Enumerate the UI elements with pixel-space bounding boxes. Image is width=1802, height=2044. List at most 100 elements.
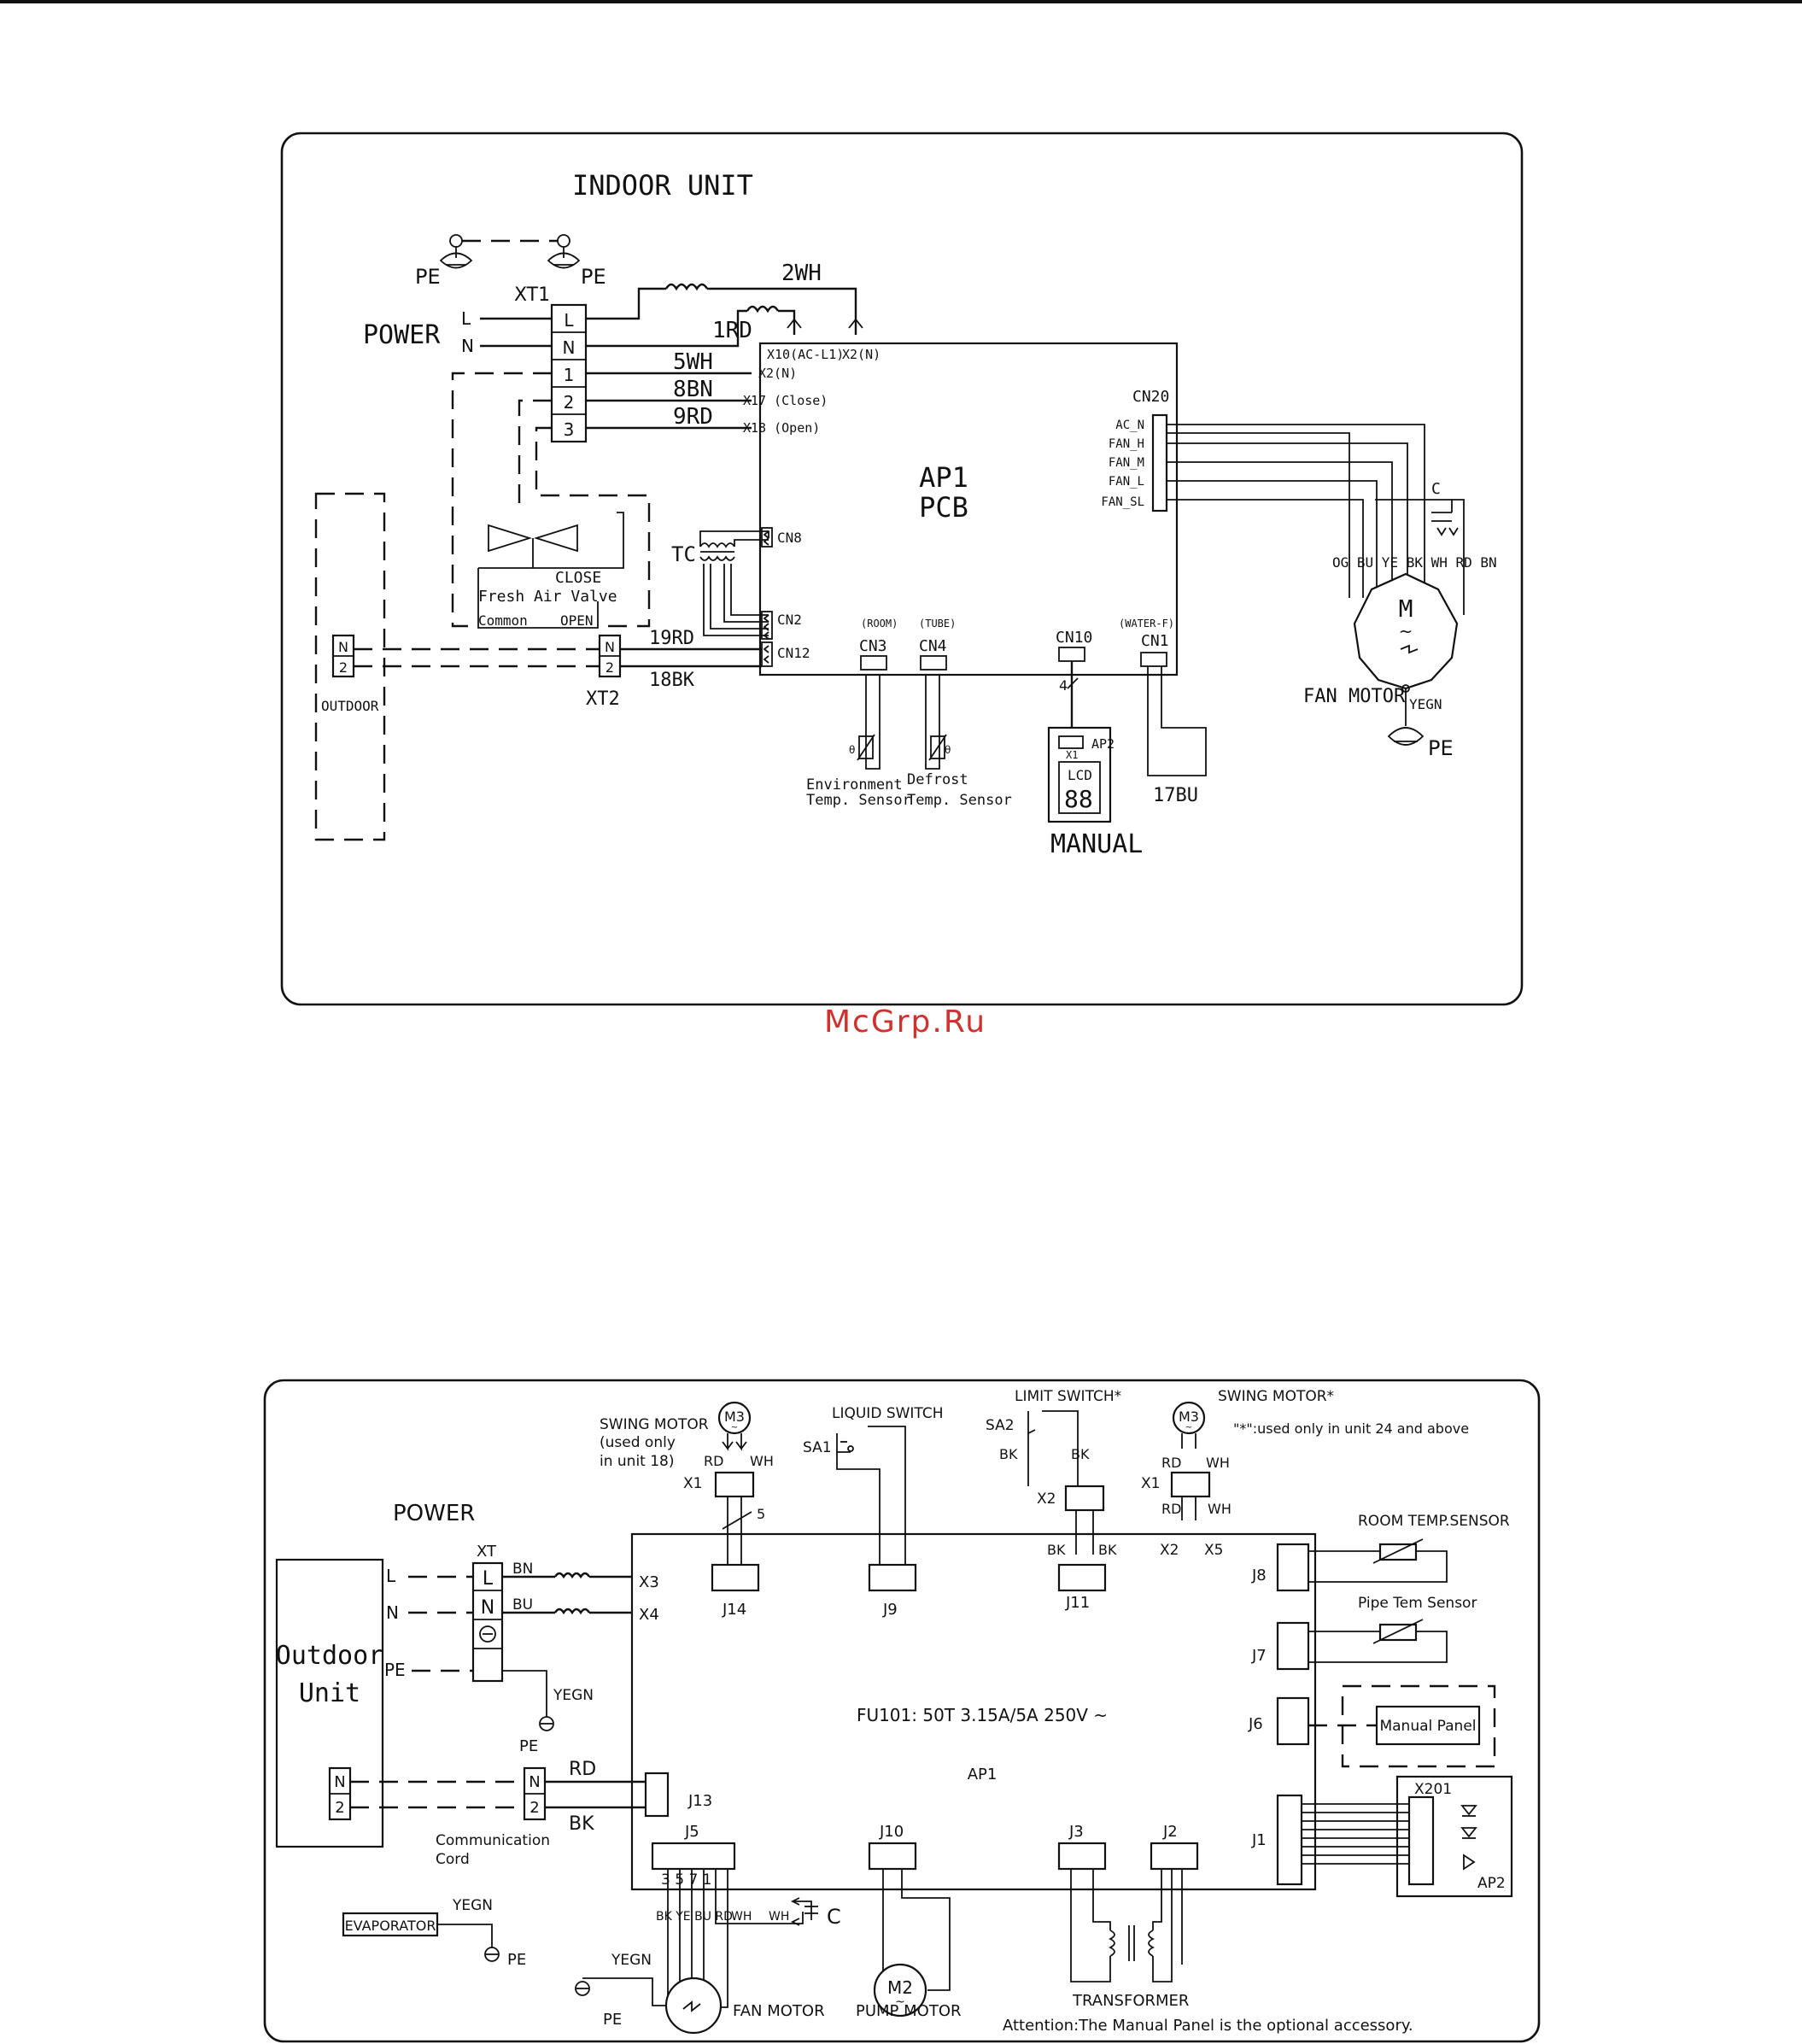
pe-ground-icon <box>539 1716 554 1731</box>
x1-left-connector-icon <box>714 1471 755 1498</box>
comm-cord-label-1: Communication <box>436 1832 550 1849</box>
m3-left-arrow-wh <box>735 1433 747 1451</box>
j6-label: J6 <box>1248 1715 1263 1733</box>
fan-motor-label: FAN MOTOR <box>733 2002 825 2020</box>
xt-terminal-block: L N <box>471 1561 504 1683</box>
pe-ground-wire <box>502 1670 547 1717</box>
xt1-terminal-block: L N 1 2 3 <box>550 303 588 443</box>
cn8-label: CN8 <box>777 530 802 546</box>
arrow-x2-icon <box>848 318 863 329</box>
j11-label: J11 <box>1065 1594 1090 1612</box>
swing-motor-label-3: in unit 18) <box>600 1453 675 1470</box>
xt2-term-n: N <box>605 639 615 655</box>
j5-pins: 3 5 7 1 <box>661 1871 711 1889</box>
defrost-sensor-label-2: Temp. Sensor <box>907 792 1012 809</box>
limit-switch-label: LIMIT SWITCH* <box>1015 1388 1121 1405</box>
outdoor-term-2: 2 <box>335 1799 344 1817</box>
j14-wire-count: 5 <box>757 1506 765 1522</box>
motor-ground-node <box>1401 684 1410 693</box>
evaporator-yegn: YEGN <box>452 1897 493 1914</box>
comm-term-2: 2 <box>529 1799 539 1817</box>
pipe-sensor-label: Pipe Tem Sensor <box>1358 1595 1477 1612</box>
pump-motor-label: PUMP MOTOR <box>856 2002 962 2020</box>
x2n-top-label: X2(N) <box>842 347 881 362</box>
x10-label: X10(AC-L1) <box>767 347 844 362</box>
j3-connector-icon <box>1057 1842 1107 1871</box>
choke-top-icon <box>664 283 709 291</box>
env-sensor-label-1: Environment <box>806 776 903 794</box>
liquid-switch-label: LIQUID SWITCH <box>832 1405 943 1422</box>
manual-label: MANUAL <box>1050 829 1143 859</box>
j1-label: J1 <box>1251 1831 1267 1849</box>
evaporator-box <box>342 1912 439 1937</box>
x2-right-label: X2 <box>1160 1542 1179 1559</box>
transformer-label: TRANSFORMER <box>1072 1992 1189 2010</box>
ap1-pcb-board <box>758 342 1179 676</box>
motor-m-label: M <box>1399 594 1413 623</box>
fuse-label: FU101: 50T 3.15A/5A 250V ~ <box>857 1705 1108 1725</box>
ap2-label: AP2 <box>1091 736 1115 752</box>
motor-ground-icon <box>575 1981 590 1996</box>
j11-connector-icon <box>1057 1563 1107 1592</box>
j10-label: J10 <box>879 1823 904 1841</box>
motor-yegn-wire <box>582 1977 666 2006</box>
capacitor-icon <box>1431 512 1459 536</box>
cn2-label: CN2 <box>777 612 802 628</box>
wire-bu-label: BU <box>512 1596 533 1614</box>
xt-term-n: N <box>481 1597 494 1619</box>
defrost-sensor-wire <box>925 675 940 770</box>
cn20-pin-fan-h: FAN_H <box>1109 437 1144 451</box>
xt-term-l: L <box>483 1568 494 1590</box>
motor-wire-colors: OG BU YE BK WH RD BN <box>1332 554 1497 571</box>
cn1-tag: (WATER-F) <box>1119 618 1174 630</box>
xt1-label: XT1 <box>514 284 550 306</box>
cn20-connector-icon <box>1151 413 1168 512</box>
pe-ground-label: PE <box>519 1737 538 1755</box>
wire-17bu-label: 17BU <box>1153 785 1198 806</box>
power-label: POWER <box>393 1501 475 1526</box>
pe-yegn-label: YEGN <box>553 1687 594 1704</box>
pcb-label: PCB <box>919 491 968 524</box>
cn4-connector-icon <box>920 655 947 671</box>
comm-term-n: N <box>529 1773 540 1791</box>
cn3-tag: (ROOM) <box>861 618 898 630</box>
cn1-connector-icon <box>1140 652 1167 667</box>
pe-left-label: PE <box>415 265 441 289</box>
limit-switch-icon <box>1027 1410 1079 1486</box>
cn10-label: CN10 <box>1056 629 1092 647</box>
valve-name-label: Fresh Air Valve <box>478 588 617 606</box>
evaporator-label: EVAPORATOR <box>345 1918 436 1934</box>
swing-motor-m3-left-icon: M3 ~ <box>717 1401 752 1435</box>
cn2-connector-icon <box>761 611 773 640</box>
outdoor-unit-label-2: Unit <box>299 1678 360 1708</box>
manual-panel-dashed-box <box>1341 1684 1496 1768</box>
xt1-term-1: 1 <box>564 365 575 385</box>
pe-ground-right-icon <box>547 234 581 269</box>
env-sensor-wire <box>865 675 881 770</box>
m3-left-arrow-rd <box>722 1433 734 1451</box>
sa2-label: SA2 <box>986 1417 1015 1434</box>
wire-bk-label: BK <box>569 1813 594 1835</box>
valve-common-dash <box>451 372 552 628</box>
diagram2-frame <box>263 1379 1541 2043</box>
power-label: POWER <box>363 320 441 350</box>
outdoor-terminal-block: N 2 <box>331 634 355 678</box>
xt1-term-l: L <box>564 310 574 331</box>
indoor-unit-title: INDOOR UNIT <box>572 169 753 202</box>
ap2-label: AP2 <box>1477 1875 1506 1892</box>
x1-label: X1 <box>1066 749 1078 761</box>
xt2-terminal-block: N 2 <box>598 634 622 678</box>
motor-pe-label: PE <box>1428 736 1454 760</box>
arrow-x10-icon <box>787 318 802 329</box>
indoor-unit-diagram: INDOOR UNIT PE PE XT1 POWER L N 1 <box>280 132 1524 1006</box>
choke-bn-icon <box>553 1572 591 1579</box>
x201-label: X201 <box>1414 1781 1452 1798</box>
cn20-pin-fan-l: FAN_L <box>1109 475 1144 489</box>
motor-yegn-label: YEGN <box>1409 696 1442 712</box>
lcd-label: LCD <box>1068 767 1092 783</box>
pump-motor-icon: M2 ~ <box>873 1963 927 2018</box>
x2-top-connector-icon <box>1064 1485 1105 1512</box>
xt1-term-2: 2 <box>564 392 575 413</box>
fan-motor-icon <box>664 1977 723 2035</box>
